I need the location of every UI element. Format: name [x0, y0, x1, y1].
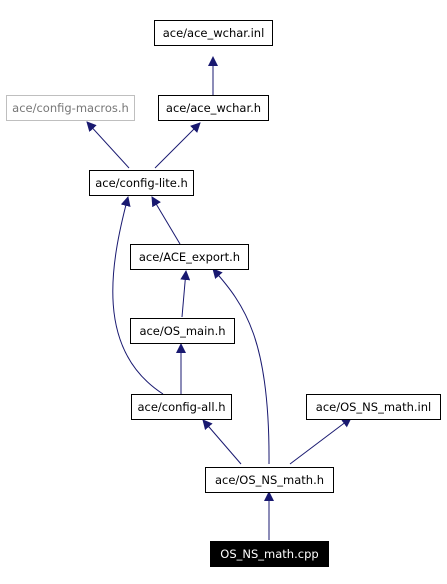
node-label: ace/config-all.h — [137, 400, 225, 414]
node-box — [131, 394, 232, 420]
node-os-ns-math-cpp[interactable]: OS_NS_math.cpp — [210, 541, 329, 567]
edge-os-ns-math-h-to-os-ns-math-inl — [289, 417, 352, 465]
node-label: ace/config-lite.h — [95, 176, 188, 190]
edge-config-all-to-config-lite — [112, 196, 164, 395]
node-label: ace/OS_NS_math.h — [215, 473, 324, 487]
node-label: OS_NS_math.cpp — [220, 547, 318, 561]
node-box — [89, 170, 194, 196]
node-os-ns-math-h[interactable]: ace/OS_NS_math.h — [205, 467, 334, 493]
node-box — [130, 244, 249, 270]
edge-os-ns-math-h-to-ace-export — [212, 268, 270, 465]
node-box — [205, 467, 334, 493]
node-config-all[interactable]: ace/config-all.h — [131, 394, 232, 420]
edge-config-lite-to-config-macros — [86, 121, 130, 169]
node-box — [130, 318, 235, 344]
edge-os-ns-math-h-to-config-all — [202, 419, 242, 465]
node-box — [306, 394, 441, 420]
node-box — [154, 20, 273, 46]
node-os-ns-math-inl[interactable]: ace/OS_NS_math.inl — [306, 394, 441, 420]
edge-config-lite-to-ace-wchar-h — [154, 122, 201, 169]
node-config-lite[interactable]: ace/config-lite.h — [89, 170, 194, 196]
node-box — [158, 95, 269, 121]
node-label: ace/config-macros.h — [12, 101, 129, 115]
edge-os-main-to-ace-export — [180, 270, 191, 318]
node-label: ace/OS_NS_math.inl — [316, 400, 431, 414]
node-config-macros[interactable]: ace/config-macros.h — [6, 95, 135, 121]
node-box-root — [210, 541, 329, 567]
node-os-main[interactable]: ace/OS_main.h — [130, 318, 235, 344]
node-ace-wchar-inl[interactable]: ace/ace_wchar.inl — [154, 20, 273, 46]
node-ace-export[interactable]: ace/ACE_export.h — [130, 244, 249, 270]
edges — [86, 56, 352, 540]
node-label: ace/ACE_export.h — [139, 250, 240, 264]
node-label: ace/OS_main.h — [139, 324, 225, 338]
node-label: ace/ace_wchar.inl — [163, 26, 265, 40]
node-box — [6, 95, 135, 121]
edge-ace-export-to-config-lite — [151, 196, 181, 245]
node-label: ace/ace_wchar.h — [166, 101, 261, 115]
node-ace-wchar-h[interactable]: ace/ace_wchar.h — [158, 95, 269, 121]
